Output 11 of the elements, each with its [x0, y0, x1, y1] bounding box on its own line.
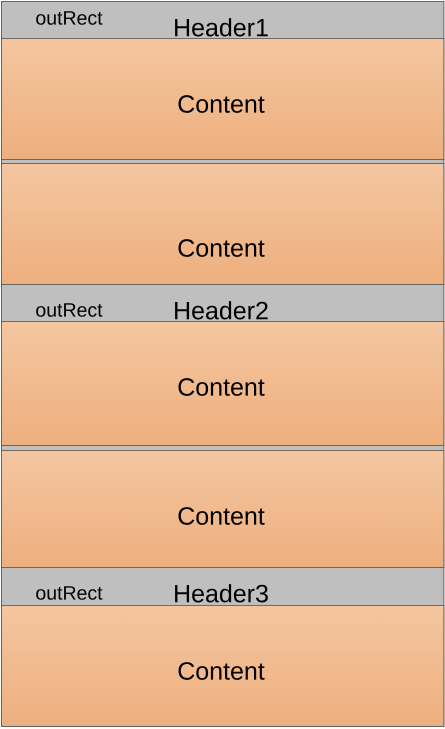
header-text: Header3 [175, 584, 268, 602]
content-box: Content [1, 605, 444, 727]
content-box: Content [1, 450, 444, 568]
panel-label: outRect [36, 11, 102, 25]
content-box: Content [1, 38, 444, 160]
header-text: Header1 [175, 18, 268, 36]
header-text: Header2 [175, 301, 268, 320]
panel-label: outRect [36, 303, 102, 317]
content-box: Content [1, 321, 444, 446]
panel-label: outRect [36, 586, 102, 600]
content-box: Content [1, 163, 444, 285]
